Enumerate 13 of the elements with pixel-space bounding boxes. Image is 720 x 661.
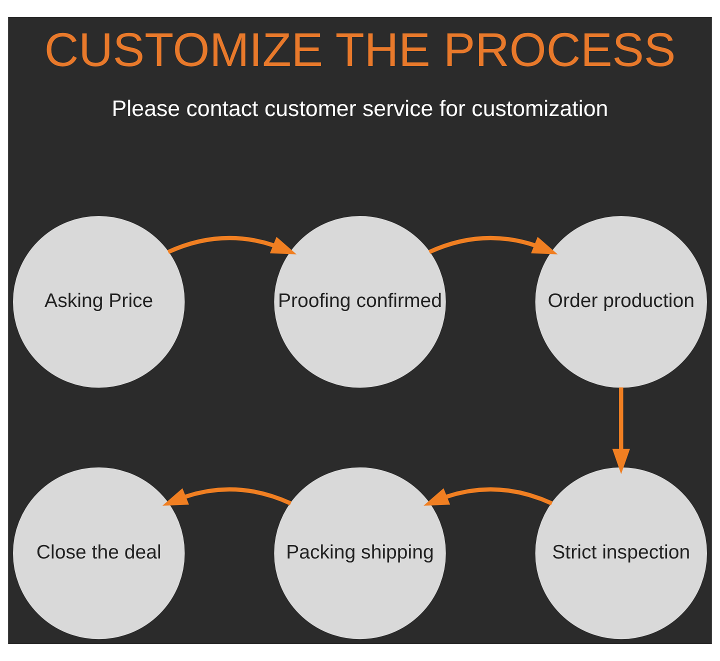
node-circle: Strict inspection (535, 467, 708, 640)
node-circle: Order production (535, 216, 708, 388)
node-circle: Asking Price (12, 216, 185, 388)
node-circle: Close the deal (12, 467, 185, 640)
arrow (167, 236, 297, 254)
arrow (162, 487, 292, 506)
arrow (423, 487, 553, 506)
node-circle: Packing shipping (274, 467, 446, 640)
arrow (612, 387, 630, 474)
node-circle: Proofing confirmed (274, 216, 446, 388)
label: Please contact customer service for customization (112, 96, 608, 121)
diagram-title: CUSTOMIZE THE PROCESS (44, 24, 676, 78)
arrow (428, 236, 558, 254)
